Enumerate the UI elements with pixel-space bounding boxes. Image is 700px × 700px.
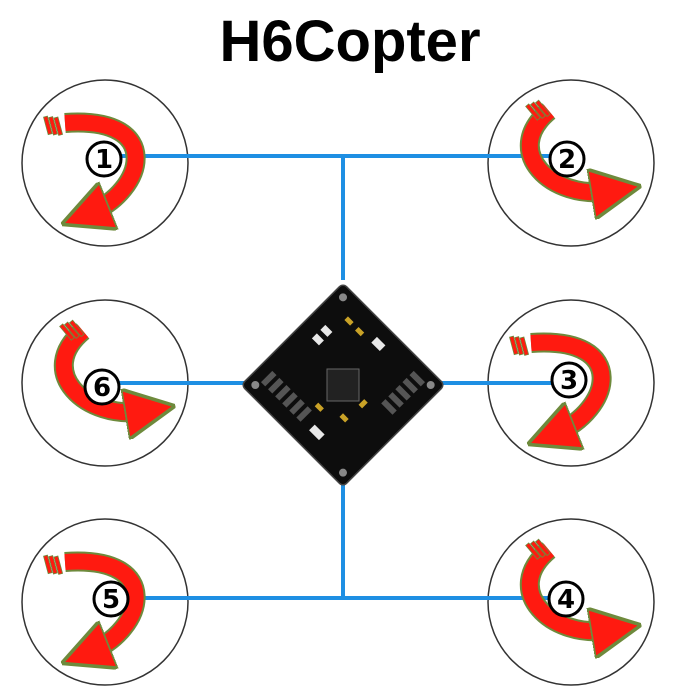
- motor-5-rotation-arrow: [43, 551, 146, 652]
- motor-3-rotation-arrow: [509, 332, 612, 433]
- motor-5-number: 5: [102, 585, 120, 615]
- motor-6-rotation-arrow: [53, 319, 145, 412]
- diagram-title: H6Copter: [219, 9, 481, 74]
- motor-5-badge: 5: [92, 580, 130, 618]
- motor-6-badge: 6: [83, 368, 121, 406]
- motor-badges: 1 2 3 4 5 6: [83, 140, 588, 618]
- motor-6-number: 6: [93, 373, 111, 403]
- motor-2-badge: 2: [548, 140, 586, 178]
- motor-4-rotation-arrow: [519, 538, 611, 631]
- motor-2-number: 2: [558, 145, 576, 175]
- flight-controller-board: [242, 284, 444, 486]
- motor-3-number: 3: [560, 366, 578, 396]
- motor-1-number: 1: [95, 145, 113, 175]
- rotation-arrows: [43, 99, 612, 652]
- motor-4-badge: 4: [547, 580, 585, 618]
- motor-3-badge: 3: [550, 361, 588, 399]
- motor-4-number: 4: [557, 585, 575, 615]
- motor-2-rotation-arrow: [519, 99, 611, 192]
- frame: [104, 154, 572, 600]
- motor-1-badge: 1: [85, 140, 123, 178]
- motor-1-rotation-arrow: [43, 112, 146, 213]
